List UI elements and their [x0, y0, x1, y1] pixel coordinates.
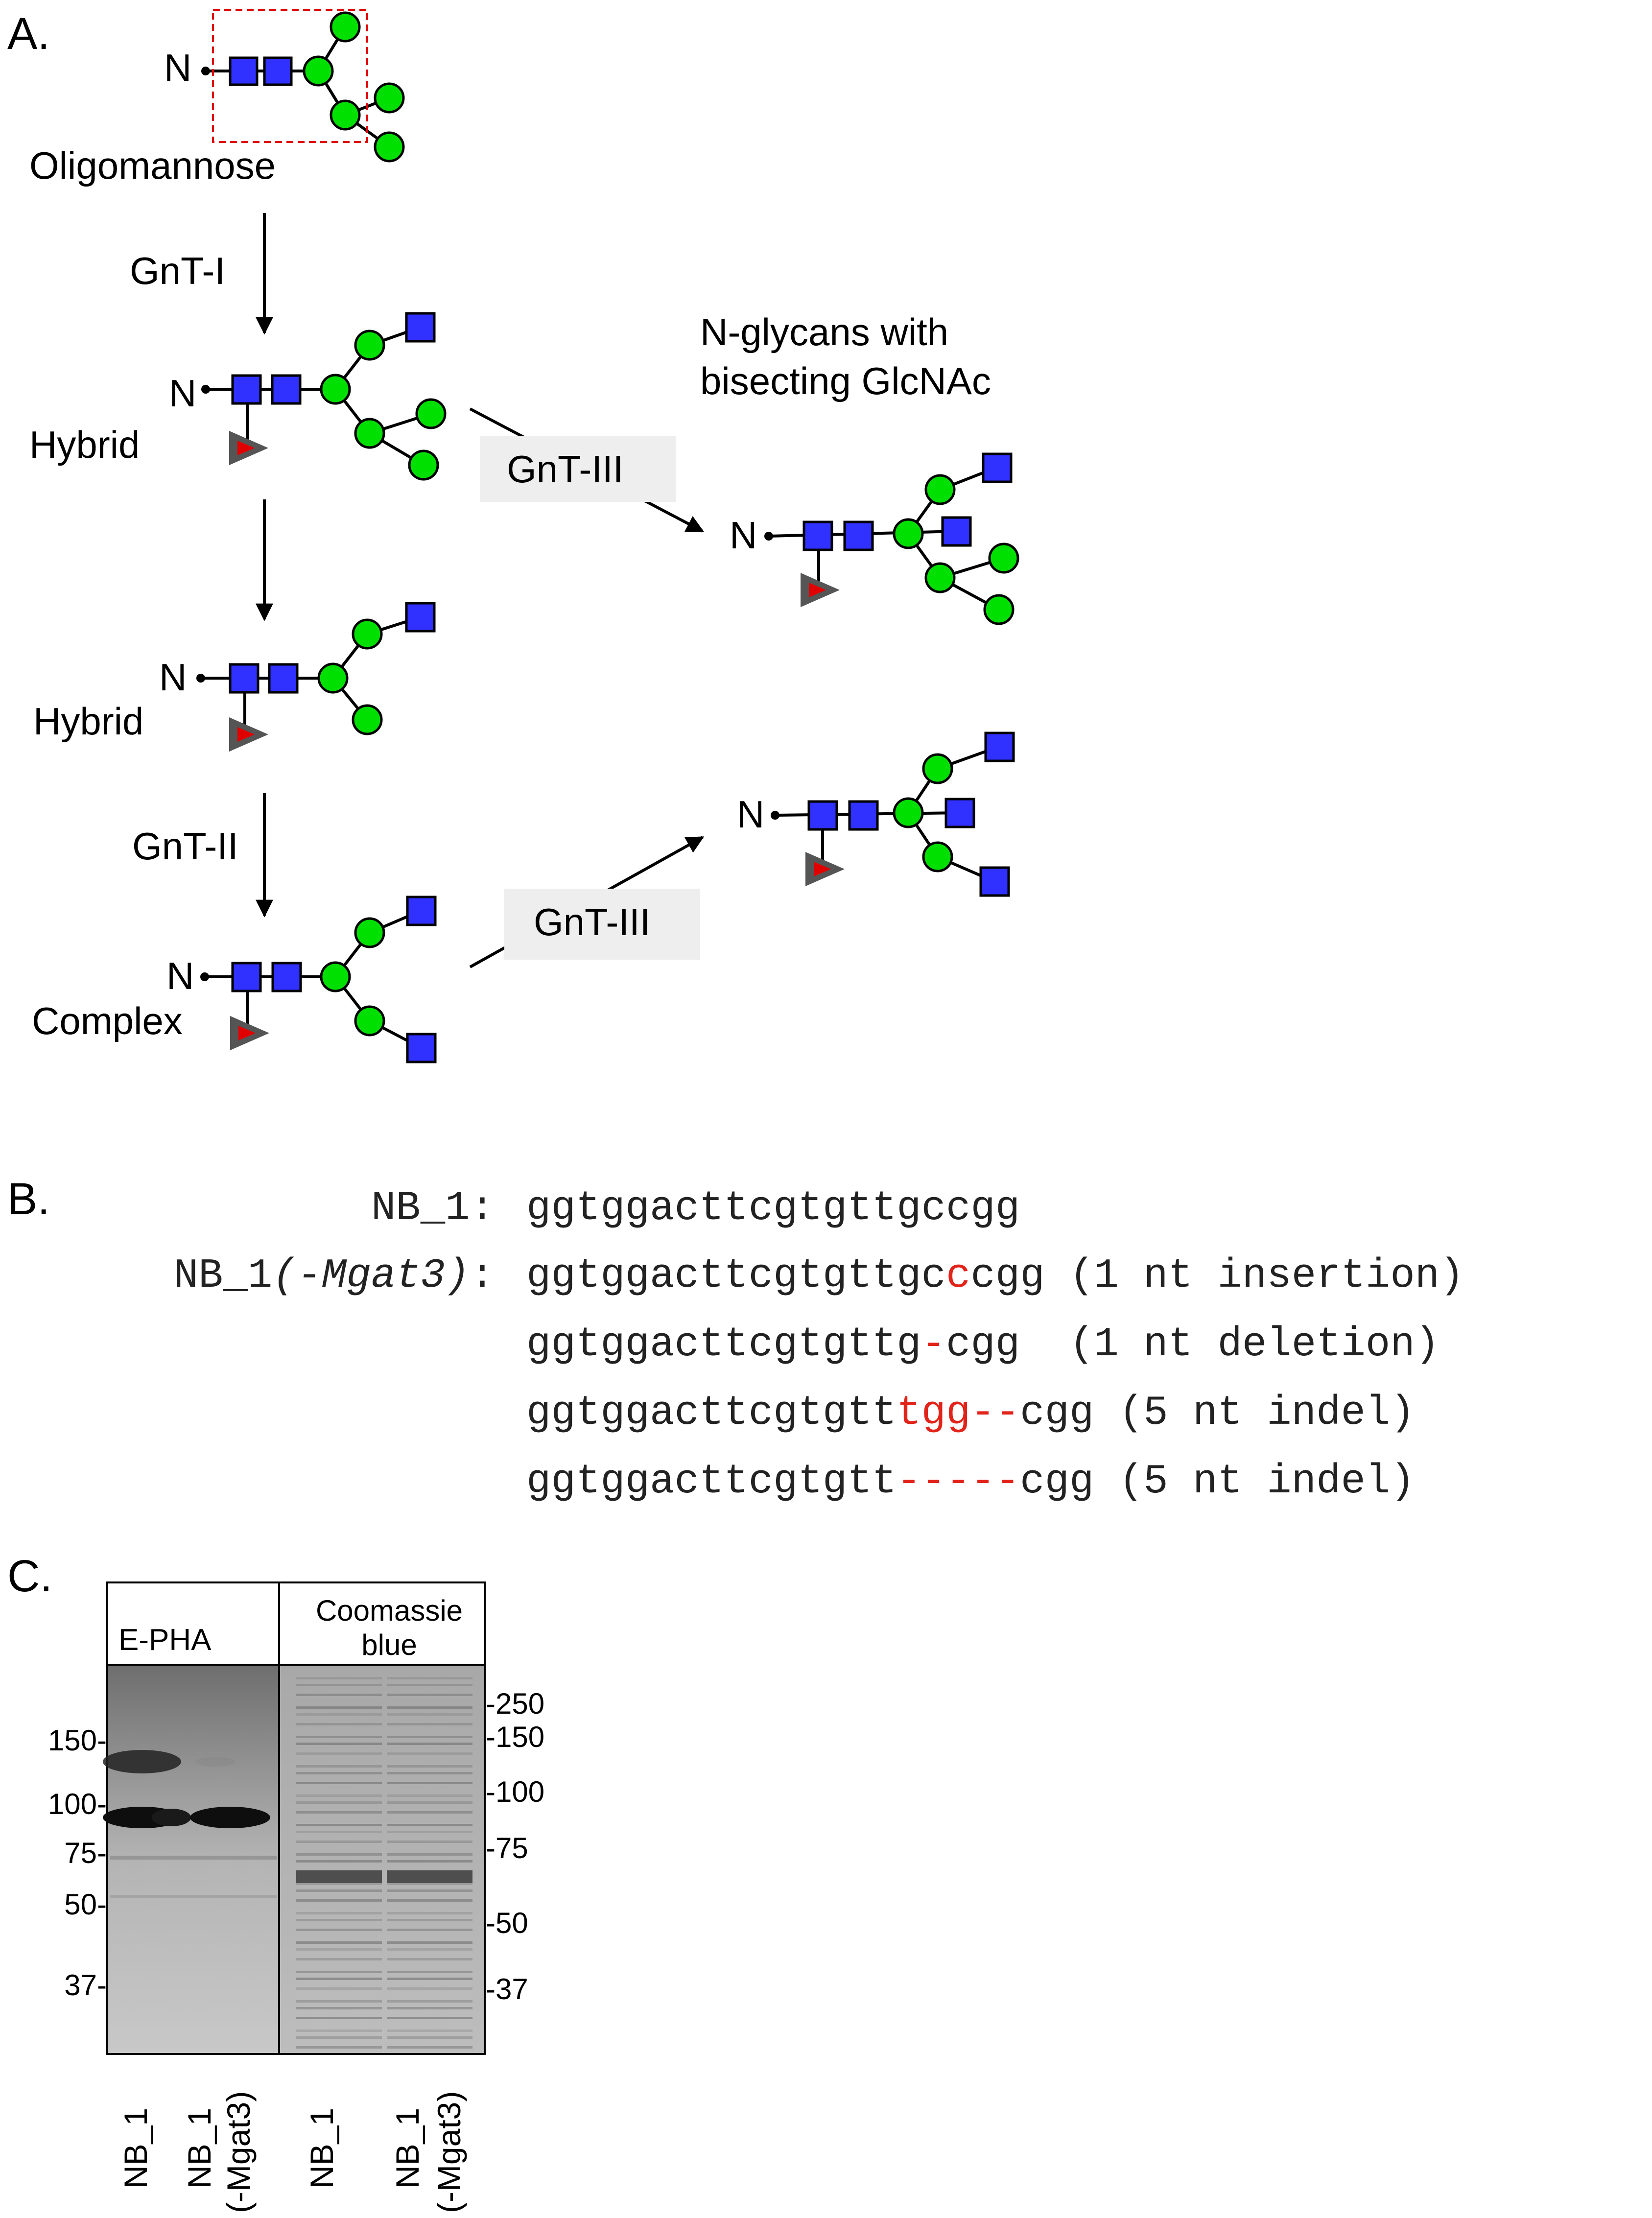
gnt-i-label: GnT-I [130, 249, 225, 292]
panel-b-label: B. [7, 1174, 50, 1224]
mutant-row-label: NB_1(-Mgat3): [174, 1253, 495, 1299]
hybrid-label-1: Hybrid [29, 423, 140, 466]
hybrid-structure-1: N [169, 312, 447, 481]
mutant-sequence-1: ggtggacttcgtgttgcccgg (1 nt insertion) [526, 1253, 1464, 1299]
coomassie-title-line1: Coomassie [316, 1594, 463, 1627]
oligomannose-structure: N [164, 9, 405, 163]
n-terminal-label: N [159, 656, 187, 699]
coomassie-title-line2: blue [361, 1628, 417, 1661]
n-terminal-label: N [730, 514, 757, 557]
coomassie-gel: Coomassie blue [278, 1581, 486, 2055]
mutant-sequence-4: ggtggacttcgtgtt-----cgg (5 nt indel) [526, 1459, 1415, 1505]
complex-label: Complex [32, 999, 183, 1042]
gnt-iii-bottom-box [504, 889, 700, 960]
gnt-ii-label: GnT-II [132, 825, 238, 868]
bisecting-heading-line2: bisecting GlcNAc [700, 359, 991, 402]
marker-75-left: 75- [64, 1837, 107, 1869]
panel-c-label: C. [7, 1551, 52, 1601]
oligomannose-label: Oligomannose [29, 144, 276, 187]
marker-150-right: -150 [486, 1721, 544, 1753]
marker-50-right: -50 [486, 1907, 528, 1939]
lane-label-3: NB_1 [304, 2108, 340, 2189]
lane-label-1: NB_1 [118, 2108, 154, 2189]
complex-structure: N [166, 896, 437, 1063]
marker-100-right: -100 [486, 1775, 544, 1808]
marker-37-right: -37 [486, 1973, 528, 2006]
gnt-iii-top-label: GnT-III [507, 448, 623, 491]
n-terminal-label: N [169, 372, 196, 415]
lane-label-4-line2: (-Mgat3) [431, 2091, 467, 2213]
mutant-sequence-2: ggtggacttcgtgttg-cgg (1 nt deletion) [526, 1321, 1440, 1368]
gnt-iii-bottom-label: GnT-III [534, 900, 650, 944]
lane-label-4-line1: NB_1 [389, 2108, 425, 2189]
hybrid-label-2: Hybrid [33, 700, 143, 743]
bisected-complex-structure: N [737, 731, 1015, 897]
wt-row-label: NB_1: [371, 1185, 495, 1232]
left-marker-labels: 150- 100- 75- 50- 37- [48, 1724, 107, 2002]
bisected-hybrid-structure: N [730, 452, 1019, 625]
right-marker-labels: -250 -150 -100 -75 -50 -37 [486, 1687, 544, 2006]
gnt-iii-top-box [480, 436, 676, 502]
bisecting-heading-line1: N-glycans with [700, 310, 948, 354]
marker-75-right: -75 [486, 1832, 528, 1864]
marker-150-left: 150- [48, 1724, 107, 1757]
n-terminal-label: N [164, 46, 191, 89]
mutant-sequence-3: ggtggacttcgtgtttgg--cgg (5 nt indel) [526, 1390, 1415, 1437]
wt-sequence: ggtggacttcgtgttgccgg [526, 1185, 1020, 1232]
lane-label-2-line2: (-Mgat3) [220, 2091, 257, 2213]
marker-50-left: 50- [64, 1888, 107, 1921]
panel-a-label: A. [7, 9, 50, 59]
n-terminal-label: N [737, 793, 764, 836]
marker-37-left: 37- [64, 1969, 107, 2002]
e-pha-title: E-PHA [118, 1623, 212, 1657]
lane-label-2-line1: NB_1 [181, 2108, 217, 2189]
e-pha-blot: E-PHA [103, 1581, 280, 2055]
n-terminal-label: N [166, 954, 194, 997]
marker-250-right: -250 [486, 1687, 544, 1720]
marker-100-left: 100- [48, 1788, 107, 1820]
hybrid-structure-2: N [159, 602, 436, 752]
lane-labels: NB_1 NB_1 (-Mgat3) NB_1 NB_1 (-Mgat3) [118, 2091, 467, 2213]
